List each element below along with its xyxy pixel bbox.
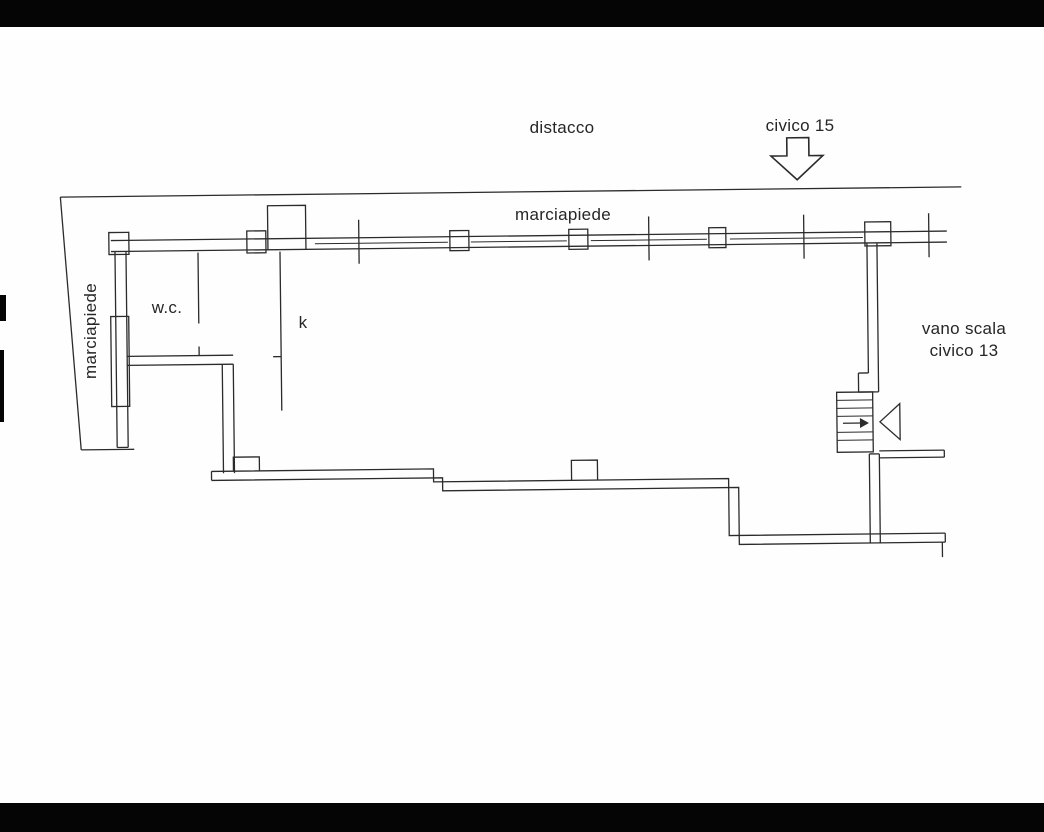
label-kitchen: k (298, 313, 308, 332)
facade-window-ticks (357, 213, 930, 264)
label-vano-scala-line2: civico 13 (929, 341, 999, 360)
kitchen-partition (273, 251, 283, 411)
scan-artifact-left-mark (0, 350, 4, 422)
scan-artifact-bottom-bar (0, 803, 1044, 832)
label-distacco: distacco (529, 118, 595, 137)
bottom-wall-pilaster (232, 456, 261, 472)
wc-partition (197, 252, 200, 324)
label-civico-15: civico 15 (765, 116, 835, 135)
scan-artifact-left-mark (0, 295, 6, 321)
scan-artifact-top-bar (0, 0, 1044, 27)
facade-wall (108, 204, 947, 264)
property-boundary-line (59, 186, 962, 451)
wc-room-walls (127, 252, 236, 474)
bottom-wall-pilaster (570, 459, 599, 481)
bottom-wall (210, 456, 946, 558)
facade-pillar (708, 226, 727, 249)
facade-pillar (449, 229, 470, 252)
facade-pillar (568, 228, 589, 251)
label-vano-scala-line1: vano scala (921, 319, 1007, 338)
stair-direction-arrow (842, 418, 869, 429)
label-vano-scala: vano scala civico 13 (922, 318, 1006, 362)
stairwell-stub-wall (879, 449, 946, 459)
left-wall-window (110, 315, 131, 408)
label-marciapiede-top: marciapiede (515, 205, 611, 224)
label-marciapiede-left: marciapiede (81, 283, 100, 379)
label-wc: w.c. (151, 298, 183, 317)
staircase-symbol (835, 391, 874, 453)
door-swing-icon (878, 402, 901, 442)
facade-pillar (246, 230, 267, 254)
facade-pillar (864, 221, 892, 247)
facade-pillar (108, 231, 130, 256)
entrance-recess (266, 204, 307, 250)
entrance-down-arrow-icon (768, 136, 825, 181)
right-wall (857, 242, 881, 543)
left-wall (110, 251, 131, 449)
corridor-wall (221, 364, 225, 474)
